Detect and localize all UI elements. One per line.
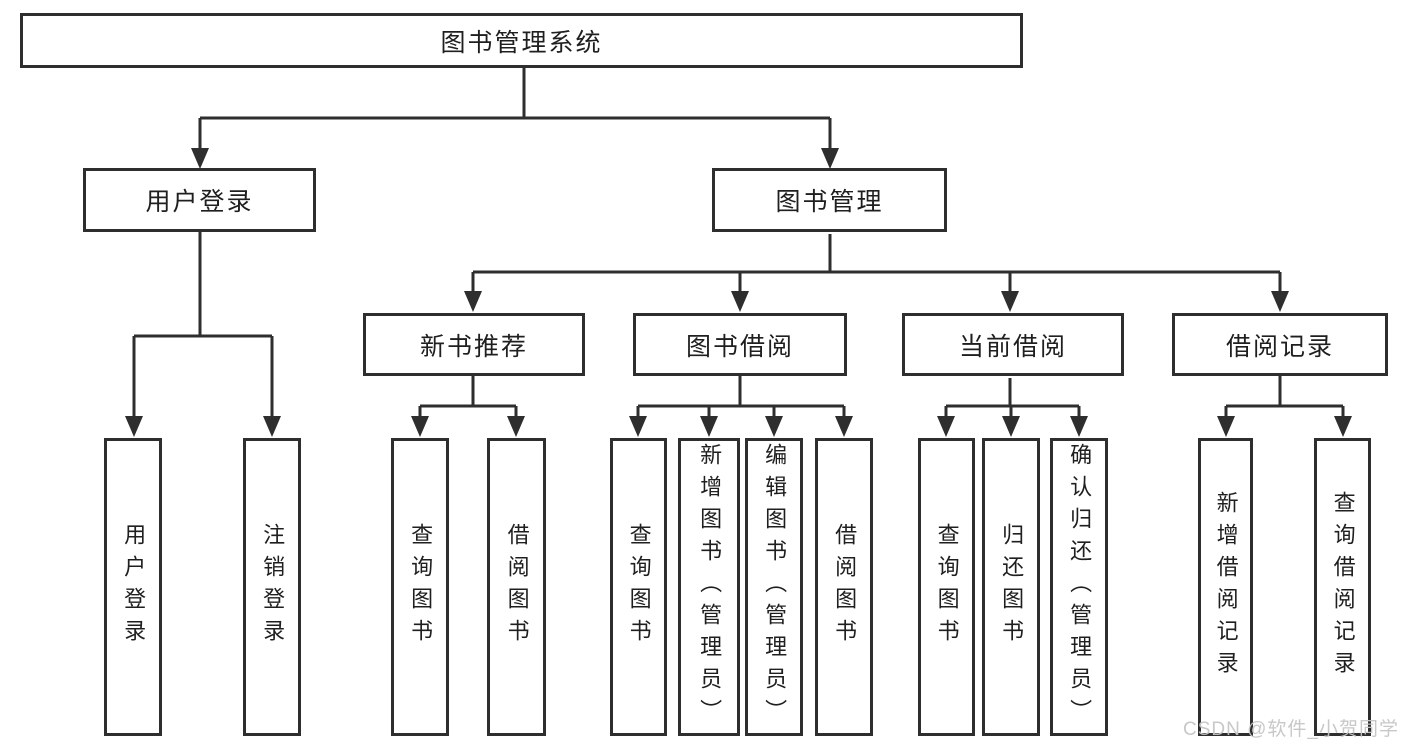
leaf-records-query-record: 查询借阅记录 xyxy=(1314,438,1371,736)
node-borrow-records-label: 借阅记录 xyxy=(1225,332,1334,361)
node-user-login: 用户登录 xyxy=(83,168,316,232)
leaf-current-confirm-return: 确认归还（管理员） xyxy=(1050,438,1108,736)
leaf-recommend-borrow-book-label: 借阅图书 xyxy=(504,523,530,651)
arrowheads xyxy=(125,148,1352,437)
leaf-borrow-query-book: 查询图书 xyxy=(610,438,667,736)
leaf-current-return-book-label: 归还图书 xyxy=(999,523,1025,651)
leaf-recommend-query-book: 查询图书 xyxy=(391,438,449,736)
csdn-watermark: CSDN @软件_小贺同学 xyxy=(1183,719,1399,740)
node-user-login-label: 用户登录 xyxy=(145,188,254,216)
connector-root-branch xyxy=(198,68,832,165)
node-book-borrow-label: 图书借阅 xyxy=(685,332,794,361)
leaf-user-login-label: 用户登录 xyxy=(121,523,147,651)
leaf-records-query-record-label: 查询借阅记录 xyxy=(1330,491,1356,683)
leaf-records-add-record: 新增借阅记录 xyxy=(1198,438,1253,736)
connector-book-borrow-branch xyxy=(636,376,846,433)
leaf-current-query-book-label: 查询图书 xyxy=(934,523,960,651)
leaf-logout-label: 注销登录 xyxy=(260,523,286,651)
connector-borrow-records-branch xyxy=(1224,376,1345,433)
connector-new-book-recommend-branch xyxy=(418,376,518,433)
leaf-current-query-book: 查询图书 xyxy=(918,438,975,736)
node-current-borrow-label: 当前借阅 xyxy=(958,332,1067,361)
leaf-current-confirm-return-label: 确认归还（管理员） xyxy=(1067,443,1093,731)
node-new-book-recommend: 新书推荐 xyxy=(363,313,585,376)
node-current-borrow: 当前借阅 xyxy=(902,313,1124,376)
leaf-recommend-query-book-label: 查询图书 xyxy=(408,523,434,651)
connector-book-management-branch xyxy=(471,234,1282,308)
node-book-management: 图书管理 xyxy=(712,168,947,232)
leaf-borrow-borrow-book-label: 借阅图书 xyxy=(832,523,858,651)
leaf-borrow-edit-book: 编辑图书（管理员） xyxy=(745,438,803,736)
leaf-current-return-book: 归还图书 xyxy=(982,438,1040,736)
leaf-borrow-add-book: 新增图书（管理员） xyxy=(678,438,740,736)
leaf-user-login: 用户登录 xyxy=(104,438,162,736)
leaf-recommend-borrow-book: 借阅图书 xyxy=(487,438,546,736)
leaf-logout: 注销登录 xyxy=(243,438,301,736)
node-borrow-records: 借阅记录 xyxy=(1172,313,1388,376)
leaf-borrow-edit-book-label: 编辑图书（管理员） xyxy=(762,443,788,731)
leaf-borrow-add-book-label: 新增图书（管理员） xyxy=(697,443,723,731)
node-book-borrow: 图书借阅 xyxy=(633,313,847,376)
node-new-book-recommend-label: 新书推荐 xyxy=(419,332,528,361)
node-root-label: 图书管理系统 xyxy=(440,28,603,57)
leaf-borrow-borrow-book: 借阅图书 xyxy=(815,438,873,736)
node-book-management-label: 图书管理 xyxy=(775,188,884,216)
leaf-records-add-record-label: 新增借阅记录 xyxy=(1213,491,1239,683)
node-root: 图书管理系统 xyxy=(20,13,1023,68)
leaf-borrow-query-book-label: 查询图书 xyxy=(626,523,652,651)
connector-user-login-branch xyxy=(132,232,274,433)
